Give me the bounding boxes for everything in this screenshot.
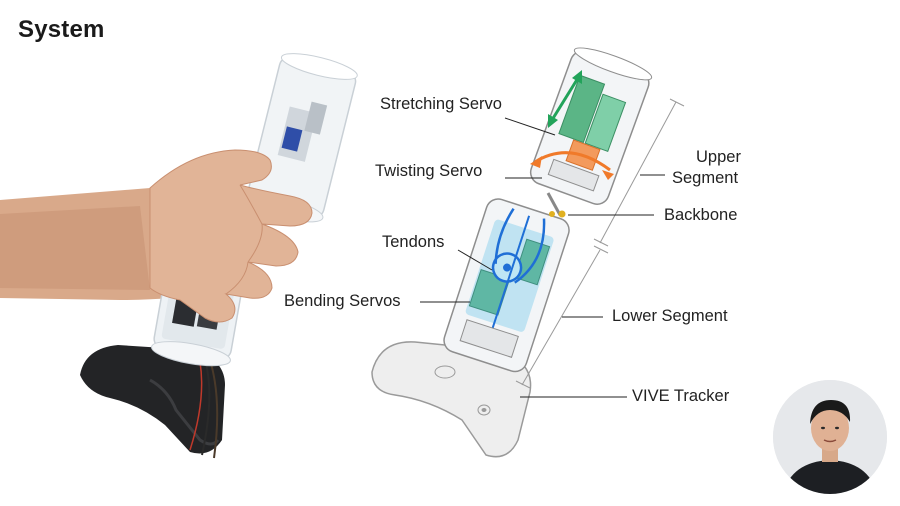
- slide-title: System: [18, 16, 105, 43]
- label-tendons: Tendons: [382, 233, 445, 251]
- upper-segment-line1: Upper: [696, 148, 741, 166]
- device-schematic: [371, 47, 685, 458]
- label-lower-segment: Lower Segment: [612, 307, 728, 325]
- label-bending-servos: Bending Servos: [284, 292, 401, 310]
- upper-segment-line2: Segment: [672, 169, 739, 187]
- label-stretching-servo: Stretching Servo: [380, 95, 502, 113]
- label-vive-tracker: VIVE Tracker: [632, 387, 730, 405]
- device-photo: [0, 53, 358, 459]
- presenter-webcam: [773, 380, 887, 494]
- presenter-webcam-icon: [773, 380, 887, 494]
- label-upper-segment: Upper Segment: [672, 147, 741, 189]
- twist-arrow-icon: [530, 151, 614, 180]
- label-twisting-servo: Twisting Servo: [375, 162, 483, 180]
- stretch-arrow-icon: [548, 70, 582, 128]
- label-backbone: Backbone: [664, 206, 738, 224]
